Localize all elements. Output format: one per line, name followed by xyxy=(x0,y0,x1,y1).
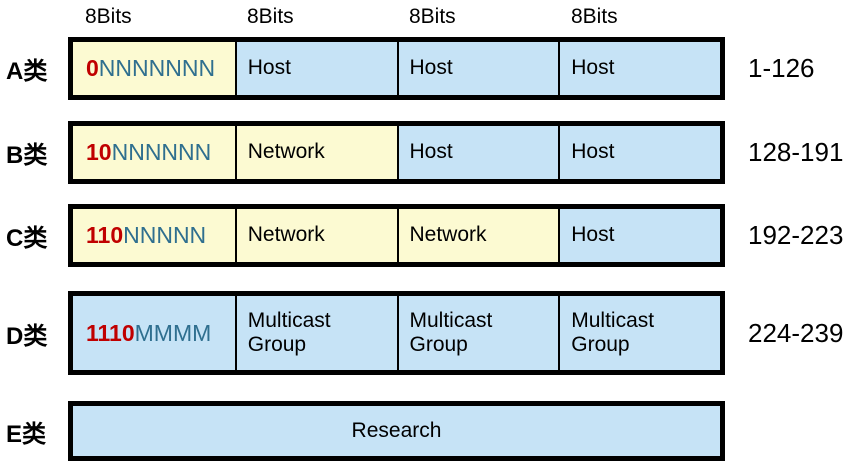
class-b-label: B类 xyxy=(6,142,48,169)
class-c-octet2: Network xyxy=(234,209,397,262)
class-b-octet4: Host xyxy=(558,126,720,179)
class-b-octet2-text: Network xyxy=(247,140,325,164)
class-d-octet3: Multicast Group xyxy=(396,296,559,370)
class-a-box: 0NNNNNNN Host Host Host xyxy=(68,37,725,100)
class-a-octet3-text: Host xyxy=(409,56,453,80)
class-c-range: 192-223 xyxy=(748,220,844,250)
class-c-octet2-text: Network xyxy=(247,223,325,247)
class-d-octet2-text: Multicast Group xyxy=(247,308,331,356)
class-b-octet2: Network xyxy=(234,126,397,179)
bits-header: 8Bits 8Bits 8Bits 8Bits xyxy=(73,2,721,32)
class-d-label: D类 xyxy=(6,322,48,350)
class-e-full-cell: Research xyxy=(73,406,720,456)
class-d-octet4-text: Multicast Group xyxy=(571,308,655,356)
bits-label-octet1: 8Bits xyxy=(85,5,132,28)
class-c-bit-letters: NNNNN xyxy=(123,222,207,249)
class-d-range: 224-239 xyxy=(748,317,844,348)
class-a-bit-prefix: 0 xyxy=(86,55,99,82)
class-a-octet3: Host xyxy=(396,42,559,95)
class-d-bit-prefix: 1110 xyxy=(86,319,135,346)
class-a-octet2-text: Host xyxy=(247,56,291,80)
class-e-range xyxy=(748,401,860,461)
bits-label-octet2: 8Bits xyxy=(247,5,294,28)
class-d-octet4: Multicast Group xyxy=(558,296,720,370)
bits-label-octet4: 8Bits xyxy=(571,5,618,28)
class-b-range: 128-191 xyxy=(748,137,844,167)
class-c-bit-prefix: 110 xyxy=(86,222,124,249)
class-d-octet1-bits: 1110MMMM xyxy=(73,296,235,370)
class-c-box: 110NNNNN Network Network Host xyxy=(68,204,725,267)
class-a-range: 1-126 xyxy=(748,53,815,83)
class-a-octet4-text: Host xyxy=(571,56,615,80)
class-c-octet4-text: Host xyxy=(571,223,615,247)
class-d-octet2: Multicast Group xyxy=(234,296,397,370)
class-a-label: A类 xyxy=(6,58,48,85)
class-c-label: C类 xyxy=(6,225,48,252)
class-e-box: Research xyxy=(68,401,725,461)
row-class-c: C类 110NNNNN Network Network Host 192-223 xyxy=(0,204,864,267)
class-a-octet1-bits: 0NNNNNNN xyxy=(73,42,235,95)
class-b-octet4-text: Host xyxy=(571,140,615,164)
class-d-octet3-text: Multicast Group xyxy=(409,308,493,356)
class-c-octet4: Host xyxy=(558,209,720,262)
class-b-bit-prefix: 10 xyxy=(86,139,112,166)
class-a-octet4: Host xyxy=(558,42,720,95)
class-c-octet1-bits: 110NNNNN xyxy=(73,209,235,262)
bits-label-octet3: 8Bits xyxy=(409,5,456,28)
class-e-text: Research xyxy=(351,418,442,442)
class-b-octet3: Host xyxy=(396,126,559,179)
class-e-label: E类 xyxy=(6,420,47,448)
row-class-e: E类 Research xyxy=(0,401,864,461)
class-b-octet3-text: Host xyxy=(409,140,453,164)
class-d-bit-letters: MMMM xyxy=(134,319,212,346)
row-class-a: A类 0NNNNNNN Host Host Host 1-126 xyxy=(0,37,864,100)
class-d-box: 1110MMMM Multicast Group Multicast Group… xyxy=(68,291,725,375)
row-class-b: B类 10NNNNNN Network Host Host 128-191 xyxy=(0,121,864,184)
class-b-box: 10NNNNNN Network Host Host xyxy=(68,121,725,184)
class-b-bit-letters: NNNNNN xyxy=(111,139,212,166)
class-b-octet1-bits: 10NNNNNN xyxy=(73,126,235,179)
class-a-bit-letters: NNNNNNN xyxy=(98,55,216,82)
class-c-octet3: Network xyxy=(396,209,559,262)
class-a-octet2: Host xyxy=(234,42,397,95)
row-class-d: D类 1110MMMM Multicast Group Multicast Gr… xyxy=(0,291,864,375)
class-c-octet3-text: Network xyxy=(409,223,487,247)
